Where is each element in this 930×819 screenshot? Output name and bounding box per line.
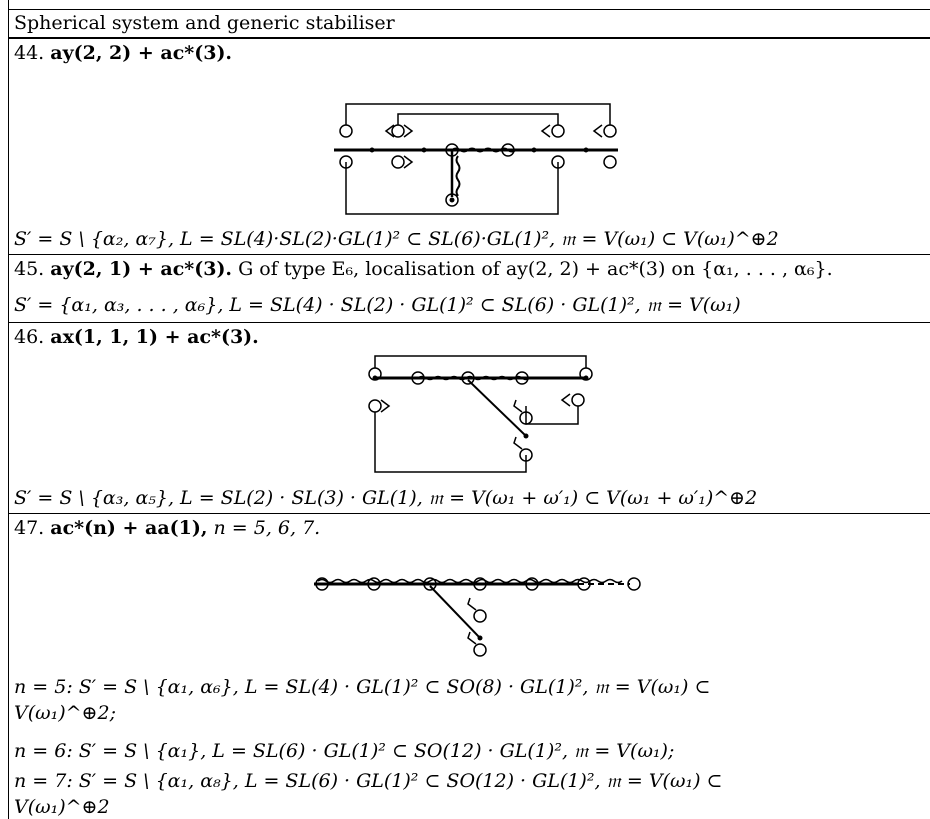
- entry-45-title: 45. ay(2, 1) + ac*(3). G of type E₆, loc…: [14, 258, 833, 280]
- entry-45-stabiliser: S′ = {α₁, α₃, . . . , α₆}, L = SL(4) · S…: [14, 294, 741, 316]
- entry-number: 46.: [14, 326, 45, 348]
- entry-title-rest: G of type E₆, localisation of ay(2, 2) +…: [232, 258, 833, 280]
- entry-44-stabiliser: S′ = S \ {α₂, α₇}, L = SL(4)·SL(2)·GL(1)…: [14, 228, 779, 250]
- table-left-rule: [8, 0, 9, 819]
- entry-47-line-2: V(ω₁)^⊕2;: [14, 702, 116, 724]
- entry-47-title: 47. ac*(n) + aa(1), n = 5, 6, 7.: [14, 517, 320, 539]
- entry-47-line-4: n = 7: S′ = S \ {α₁, α₈}, L = SL(6) · GL…: [14, 770, 723, 792]
- spherical-systems-table: Spherical system and generic stabiliser …: [8, 0, 930, 819]
- entry-47-line-5: V(ω₁)^⊕2: [14, 796, 110, 818]
- entry-47-line-1: n = 5: S′ = S \ {α₁, α₆}, L = SL(4) · GL…: [14, 676, 711, 698]
- entry-title-rest: n = 5, 6, 7.: [207, 517, 321, 539]
- entry-number: 44.: [14, 42, 45, 64]
- entry-title: ay(2, 2) + ac*(3).: [50, 42, 233, 64]
- row-rule: [8, 513, 930, 514]
- entry-title: ay(2, 1) + ac*(3).: [50, 258, 233, 280]
- entry-number: 47.: [14, 517, 45, 539]
- header-rule: [8, 37, 930, 39]
- entry-46-diagram: [368, 355, 593, 473]
- entry-46-stabiliser: S′ = S \ {α₃, α₅}, L = SL(2) · SL(3) · G…: [14, 487, 758, 509]
- entry-number: 45.: [14, 258, 45, 280]
- entry-44-diagram: [334, 103, 618, 215]
- table-top-rule: [8, 9, 930, 10]
- entry-44-title: 44. ay(2, 2) + ac*(3).: [14, 42, 232, 64]
- row-rule: [8, 322, 930, 323]
- entry-title: ax(1, 1, 1) + ac*(3).: [50, 326, 259, 348]
- entry-46-title: 46. ax(1, 1, 1) + ac*(3).: [14, 326, 259, 348]
- entry-47-diagram: [314, 577, 641, 657]
- entry-title: ac*(n) + aa(1),: [50, 517, 208, 539]
- entry-47-line-3: n = 6: S′ = S \ {α₁}, L = SL(6) · GL(1)²…: [14, 740, 675, 762]
- table-header: Spherical system and generic stabiliser: [14, 12, 395, 34]
- row-rule: [8, 254, 930, 255]
